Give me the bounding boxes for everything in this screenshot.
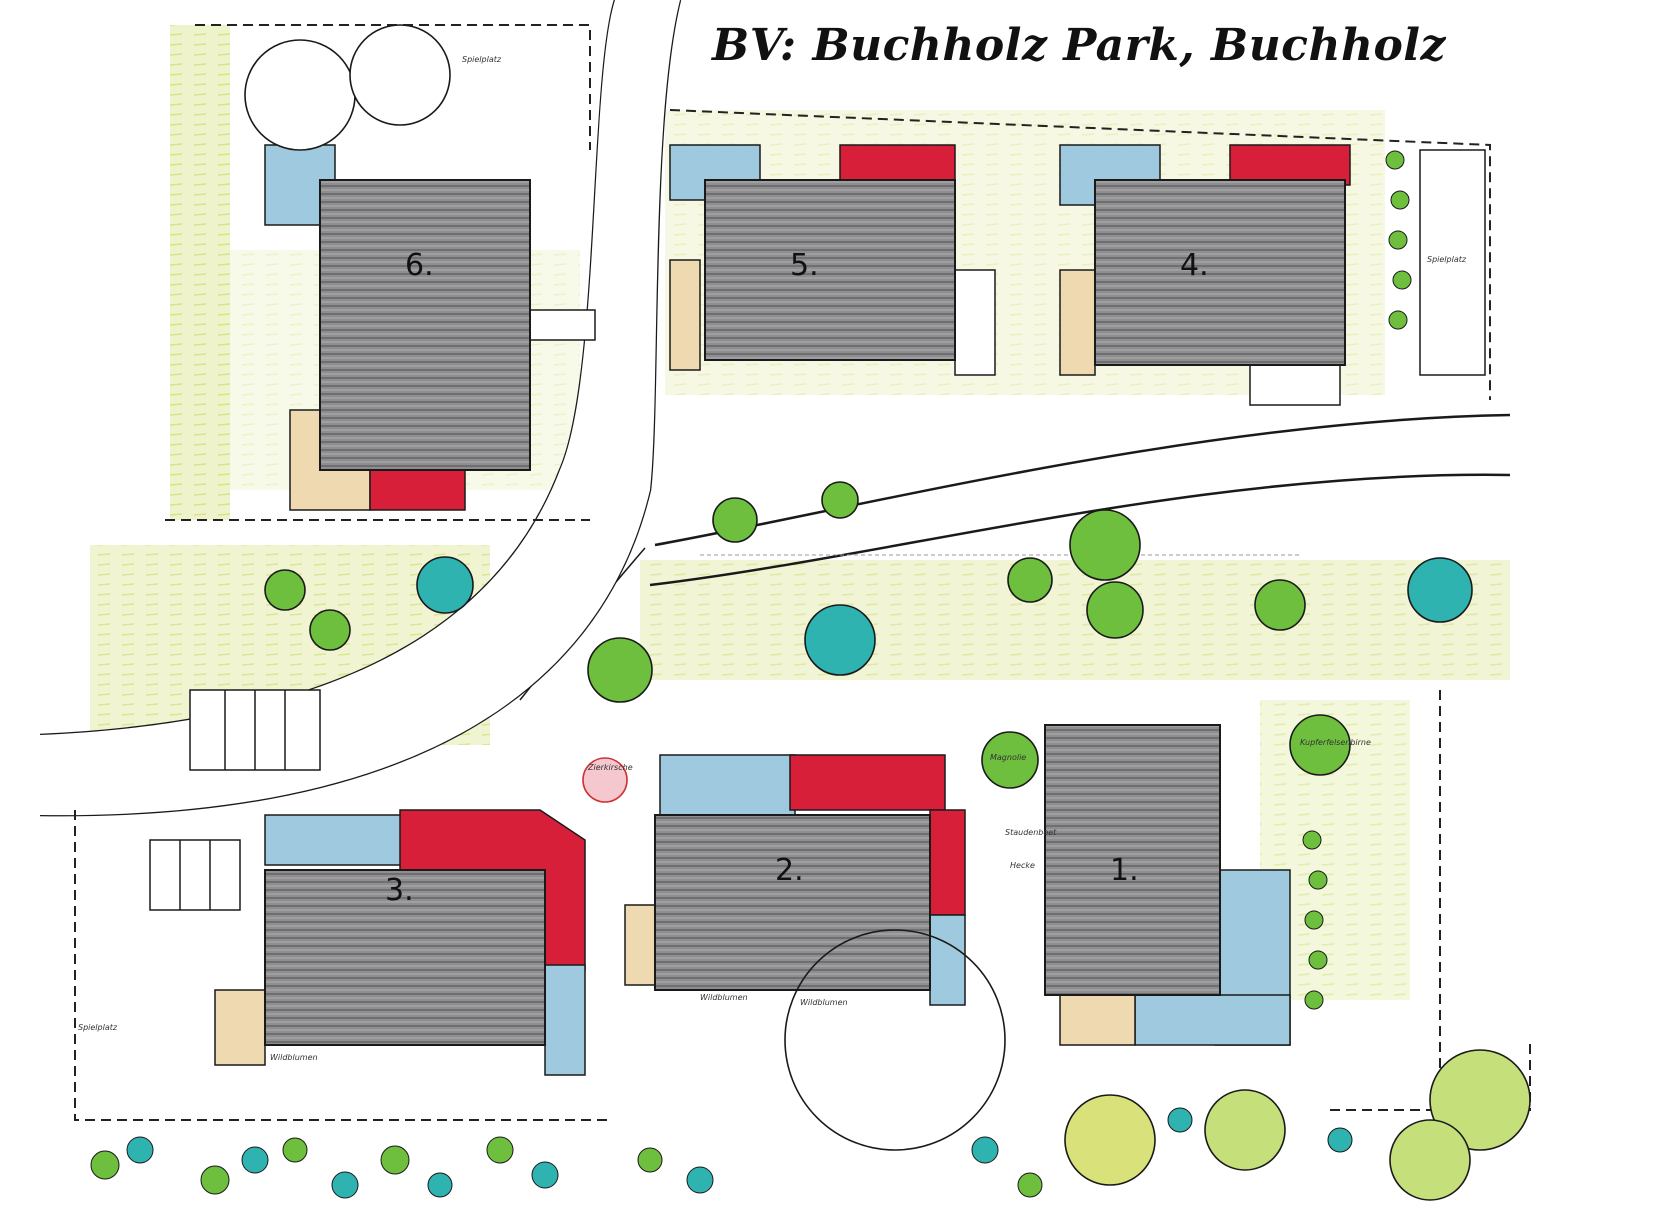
tree (1007, 557, 1053, 603)
tree-magnolie (981, 731, 1039, 789)
label-magnolie: Magnolie (990, 753, 1026, 762)
road-fill (40, 0, 680, 816)
tree (416, 556, 474, 614)
tree (1204, 1089, 1286, 1171)
building-1-number: 1. (1110, 853, 1139, 888)
tree-outline (784, 929, 1006, 1151)
tree (1254, 579, 1306, 631)
building-5: 5. (669, 144, 996, 376)
label-wildblumen-2: Wildblumen (700, 993, 748, 1002)
property-boundaries (74, 24, 1531, 1121)
tree (1407, 557, 1473, 623)
building-4-number: 4. (1180, 248, 1209, 283)
building-3: 3. (214, 809, 586, 1076)
label-staudenbeet: Staudenbeet (1005, 828, 1057, 837)
building-3-number: 3. (385, 873, 414, 908)
tree-outline (244, 39, 356, 151)
label-hecke: Hecke (1010, 861, 1035, 870)
label-wildblumen-1: Wildblumen (270, 1053, 318, 1062)
tree (1086, 581, 1144, 639)
label-spielplatz-right: Spielplatz (1427, 255, 1467, 264)
plan-title: BV: Buchholz Park, Buchholz (712, 20, 1446, 71)
building-4: 4. (1059, 144, 1351, 406)
tree (587, 637, 653, 703)
tree-outline (349, 24, 451, 126)
label-kupferfelsenbirne: Kupferfelsenbirne (1300, 738, 1371, 747)
building-2: 2. (624, 754, 966, 1006)
tree (1069, 509, 1141, 581)
plan-labels: Spielplatz Spielplatz Spielplatz Magnoli… (78, 55, 1467, 1062)
tree (821, 481, 859, 519)
tree (712, 497, 758, 543)
building-5-number: 5. (790, 248, 819, 283)
tree (1429, 1049, 1531, 1151)
building-2-number: 2. (775, 853, 804, 888)
tree-zierkirsche (582, 757, 628, 803)
building-1: 1. (1044, 724, 1291, 1046)
building-6: 6. (264, 144, 596, 511)
parking-grids (149, 149, 1486, 911)
tree (804, 604, 876, 676)
shrub-row-south (90, 1107, 1353, 1199)
trees (244, 24, 1531, 1201)
tree (1389, 1119, 1471, 1201)
shrub-row-east (1302, 150, 1412, 1010)
tree-kupferfelsenbirne (1289, 714, 1351, 776)
building-6-number: 6. (405, 248, 434, 283)
tree (1064, 1094, 1156, 1186)
label-spielplatz-left: Spielplatz (78, 1023, 118, 1032)
tree (264, 569, 306, 611)
tree (309, 609, 351, 651)
label-wildblumen-3: Wildblumen (800, 998, 848, 1007)
label-zierkirsche: Zierkirsche (587, 763, 633, 772)
label-spielplatz-top: Spielplatz (462, 55, 502, 64)
